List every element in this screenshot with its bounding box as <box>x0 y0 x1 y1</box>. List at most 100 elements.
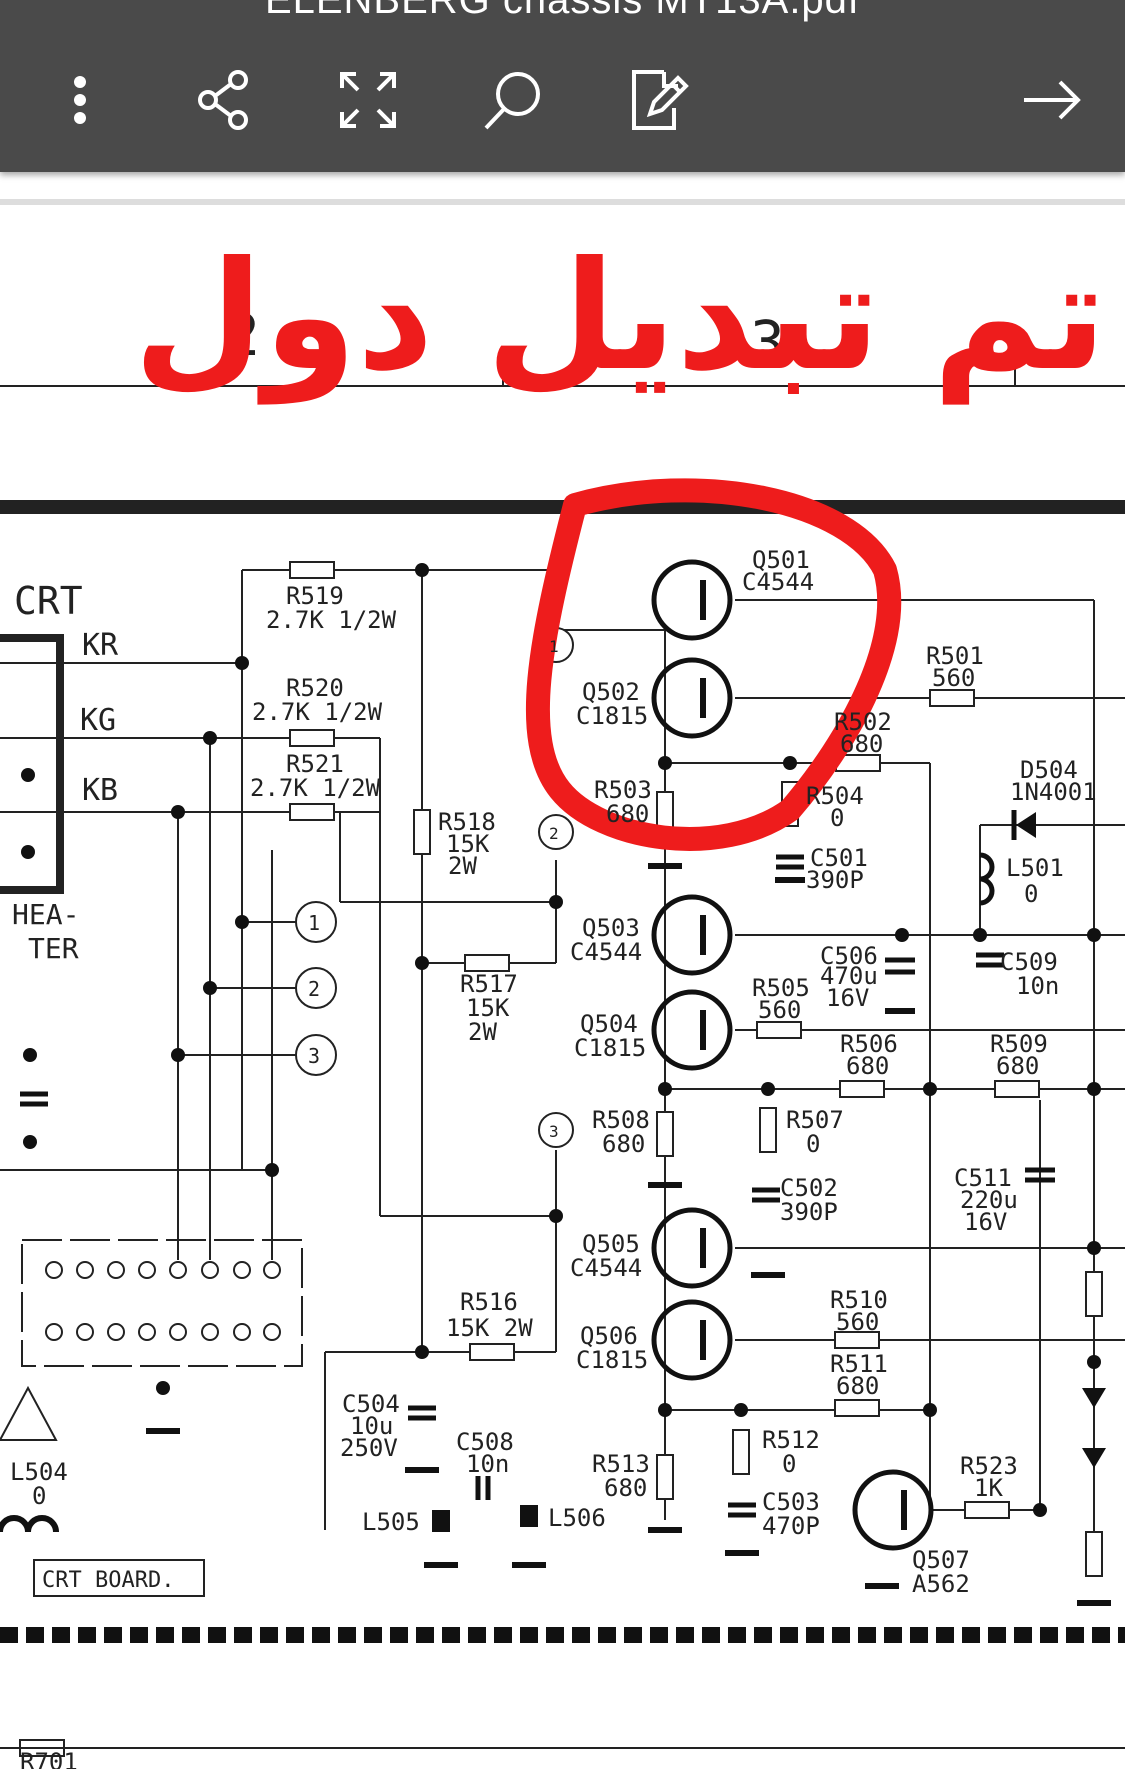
r501-value: 560 <box>932 664 975 692</box>
r502-value: 680 <box>840 730 883 758</box>
r520-resistor <box>289 729 335 747</box>
c502-value: 390P <box>780 1198 838 1226</box>
r-resistor-right <box>1085 1271 1103 1317</box>
r520-value: 2.7K 1/2W <box>252 698 383 726</box>
r509-resistor <box>994 1080 1040 1098</box>
connector-3-top-label: 3 <box>549 1122 559 1141</box>
l505-ref: L505 <box>362 1508 420 1536</box>
connector-3 <box>295 1034 337 1076</box>
r518-ref: R518 <box>438 808 496 836</box>
fullscreen-button[interactable] <box>326 58 410 142</box>
r501-ref: R501 <box>926 642 984 670</box>
r503-ref: R503 <box>594 776 652 804</box>
r521-resistor <box>289 803 335 821</box>
r516-ref: R516 <box>460 1288 518 1316</box>
r504-value: 0 <box>830 804 844 832</box>
next-page-button[interactable] <box>1010 58 1094 142</box>
c502-ref: C502 <box>780 1174 838 1202</box>
r-resistor-right2 <box>1085 1531 1103 1577</box>
q507-part: A562 <box>912 1570 970 1598</box>
share-icon <box>198 70 248 130</box>
fullscreen-icon <box>340 72 396 128</box>
r512-value: 0 <box>782 1450 796 1478</box>
r521-ref: R521 <box>286 750 344 778</box>
r501-resistor <box>929 689 975 707</box>
c509-ref: C509 <box>1000 948 1058 976</box>
r509-value: 680 <box>996 1052 1039 1080</box>
r503-value: 680 <box>606 800 649 828</box>
r512-resistor <box>732 1429 750 1475</box>
c504-rating: 250V <box>340 1434 398 1462</box>
pdf-page[interactable]: 2 3 CRT KR KG KB HEA- TER CRT BOARD. 1 2… <box>0 172 1125 1769</box>
more-options-button[interactable] <box>38 58 122 142</box>
ruler-col-3: 3 <box>750 308 785 376</box>
share-button[interactable] <box>182 58 266 142</box>
r511-value: 680 <box>836 1372 879 1400</box>
q504-transistor <box>651 989 733 1071</box>
r505-value: 560 <box>758 996 801 1024</box>
q505-ref: Q505 <box>582 1230 640 1258</box>
crt-heater-1: HEA- <box>12 898 79 931</box>
c506-rating: 16V <box>826 984 869 1012</box>
connector-3-label: 3 <box>308 1044 320 1068</box>
r513-resistor <box>656 1454 674 1500</box>
c504-ref: C504 <box>342 1390 400 1418</box>
r504-ref: R504 <box>806 782 864 810</box>
search-button[interactable] <box>470 58 554 142</box>
q503-ref: Q503 <box>582 914 640 942</box>
document-title: ELENBERG chassis MT13A.pdf <box>264 0 861 22</box>
r523-value: 1K <box>974 1474 1003 1502</box>
c509-value: 10n <box>1016 972 1059 1000</box>
c508-ref: C508 <box>456 1428 514 1456</box>
connector-2-top <box>538 814 574 850</box>
connector-2-label: 2 <box>308 977 320 1001</box>
connector-1-label: 1 <box>308 911 320 935</box>
r502-ref: R502 <box>834 708 892 736</box>
r519-value: 2.7K 1/2W <box>266 606 397 634</box>
r513-value: 680 <box>604 1474 647 1502</box>
r516-resistor <box>469 1343 515 1361</box>
r519-resistor <box>289 561 335 579</box>
r523-ref: R523 <box>960 1452 1018 1480</box>
q501-part: C4544 <box>742 568 814 596</box>
schematic-diagram: 2 3 CRT KR KG KB HEA- TER CRT BOARD. 1 2… <box>0 199 1125 1769</box>
r517-resistor <box>464 954 510 972</box>
more-vert-icon <box>74 76 86 124</box>
r521-value: 2.7K 1/2W <box>250 774 381 802</box>
r520-ref: R520 <box>286 674 344 702</box>
r505-resistor <box>756 1021 802 1039</box>
r517-rating: 2W <box>468 1018 497 1046</box>
r516-value: 15K 2W <box>446 1314 533 1342</box>
c506-value: 470u <box>820 962 878 990</box>
c501-value: 390P <box>806 866 864 894</box>
connector-1 <box>295 901 337 943</box>
l504-coil <box>0 1515 59 1533</box>
r701-ref: R701 <box>20 1748 78 1769</box>
d504-ref: D504 <box>1020 756 1078 784</box>
q506-transistor <box>651 1299 733 1381</box>
r506-ref: R506 <box>840 1030 898 1058</box>
r507-value: 0 <box>806 1130 820 1158</box>
l504-value: 0 <box>32 1482 46 1510</box>
connector-1-top-label: 1 <box>549 637 559 656</box>
c503-value: 470P <box>762 1512 820 1540</box>
search-icon <box>484 72 540 130</box>
crt-kg: KG <box>80 703 116 738</box>
r511-ref: R511 <box>830 1350 888 1378</box>
q505-transistor <box>651 1207 733 1289</box>
c503-ref: C503 <box>762 1488 820 1516</box>
q507-transistor <box>852 1469 934 1551</box>
l501-coil <box>979 852 995 906</box>
connector-2-top-label: 2 <box>549 824 559 843</box>
l505-block <box>432 1510 450 1532</box>
c511-value: 220u <box>960 1186 1018 1214</box>
q506-part: C1815 <box>576 1346 648 1374</box>
r505-ref: R505 <box>752 974 810 1002</box>
l501-value: 0 <box>1024 880 1038 908</box>
q502-ref: Q502 <box>582 678 640 706</box>
edit-document-button[interactable] <box>616 58 700 142</box>
arrow-right-icon <box>1024 80 1081 120</box>
q503-part: C4544 <box>570 938 642 966</box>
r511-resistor <box>834 1399 880 1417</box>
c508-value: 10n <box>466 1450 509 1478</box>
